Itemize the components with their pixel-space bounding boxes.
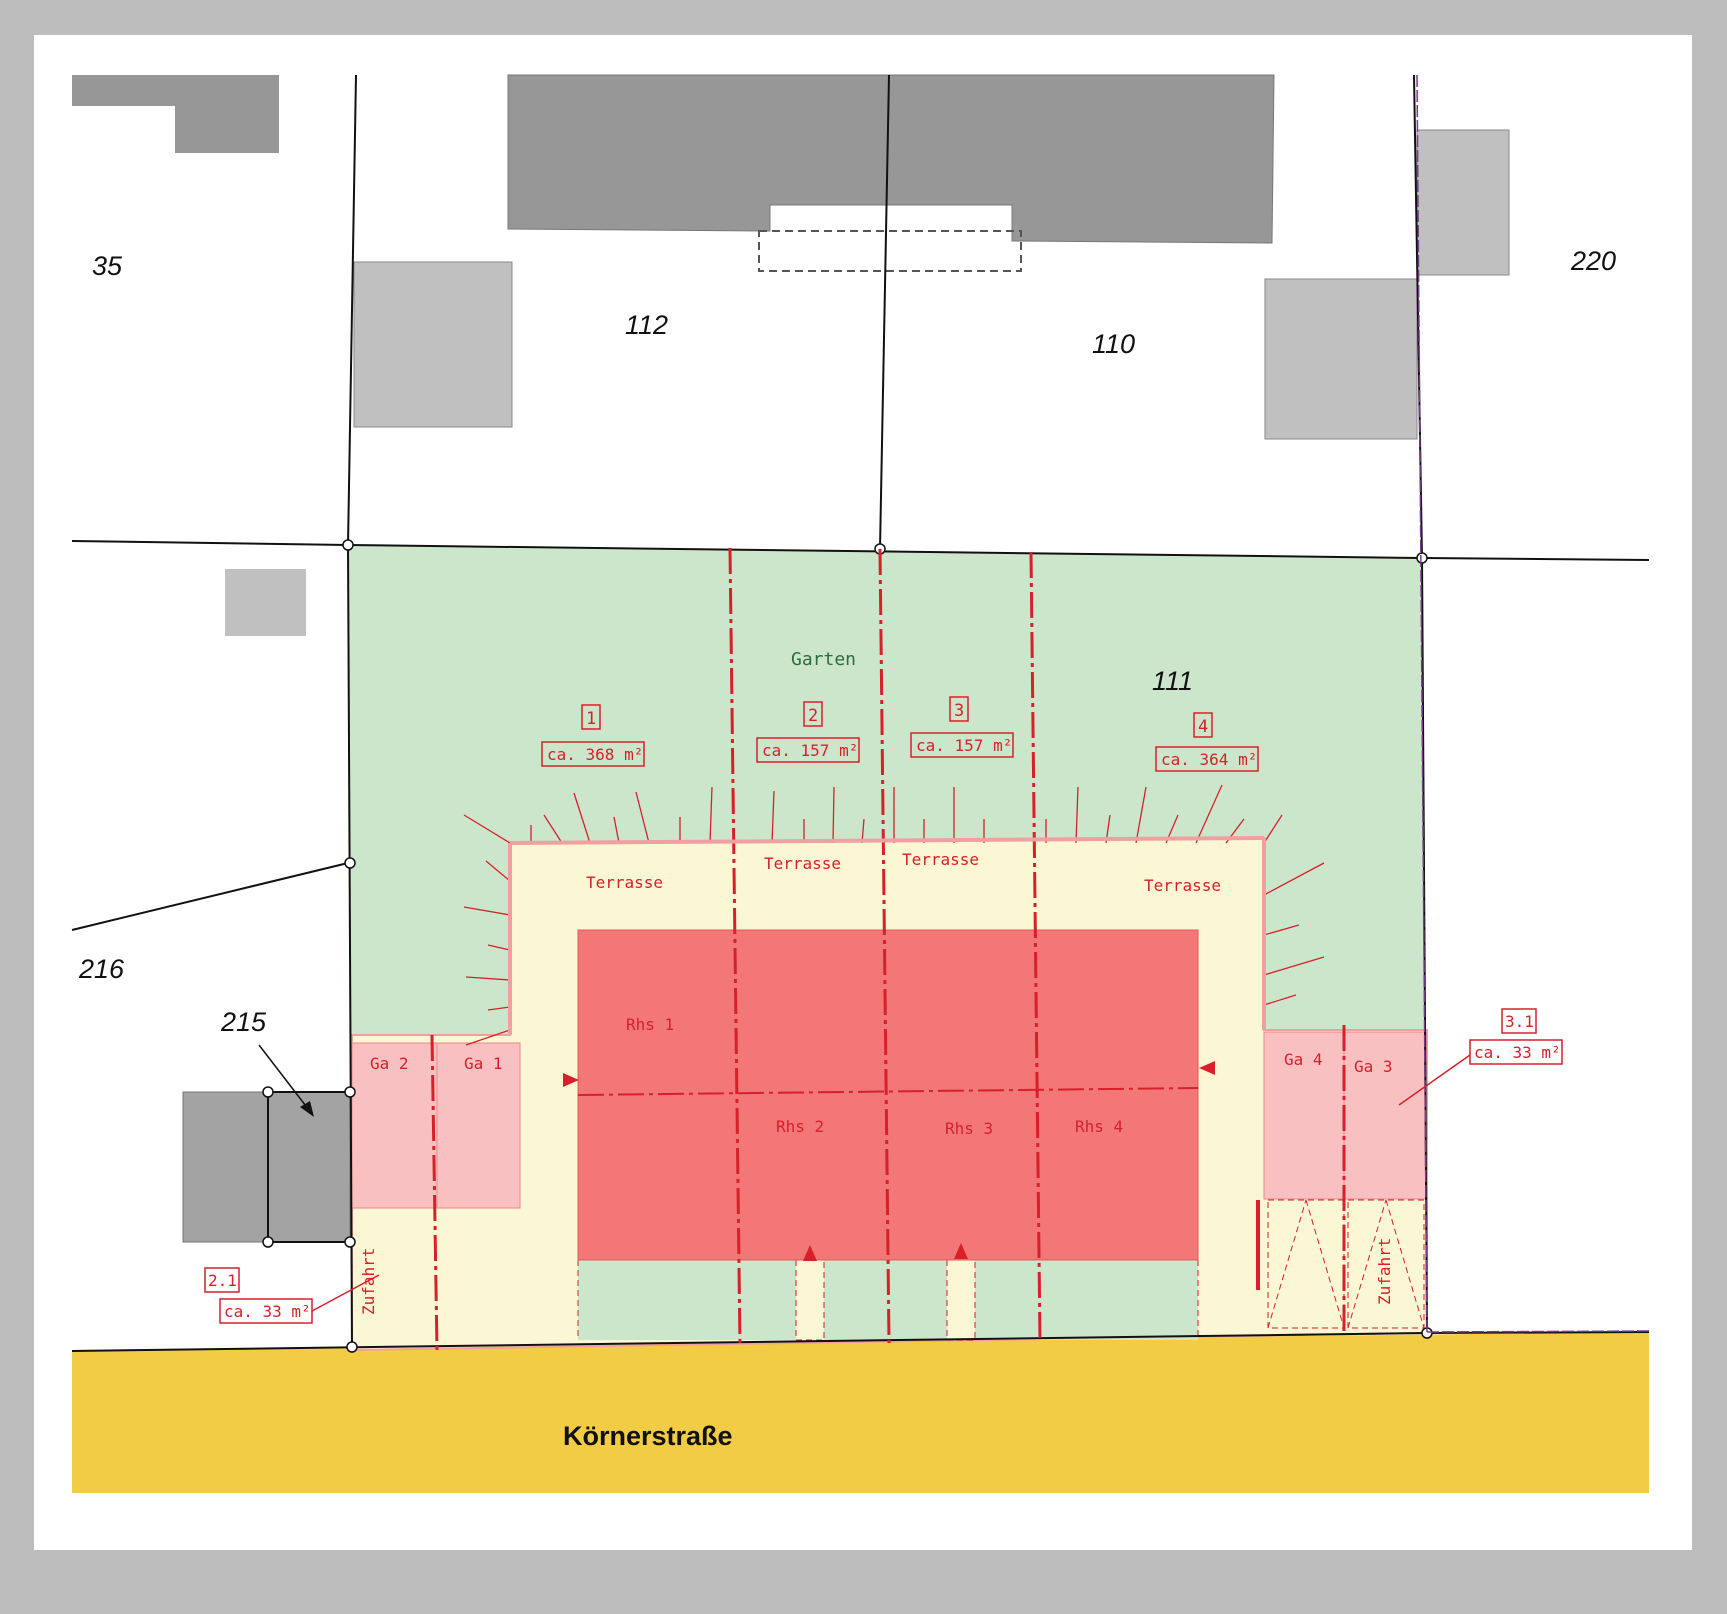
parcel-number-220: 220 bbox=[1570, 246, 1616, 276]
neighbor-building-110-shed bbox=[1264, 278, 1418, 440]
parcel-215-leader-arrow bbox=[258, 1044, 310, 1111]
section-arrow-west bbox=[563, 1073, 579, 1087]
lot-3-1-area-box bbox=[1469, 1039, 1563, 1065]
house-label-rhs1: Rhs 1 bbox=[626, 1015, 674, 1034]
lot-3-1-number-box bbox=[1501, 1008, 1537, 1034]
lot-3-number: 3 bbox=[954, 701, 964, 721]
parcel-number-110: 110 bbox=[1092, 329, 1135, 359]
entrance-path-3 bbox=[946, 1259, 976, 1341]
neighbor-small-shed bbox=[225, 569, 306, 636]
lot-3-area: ca. 157 m² bbox=[916, 736, 1012, 755]
parcel-215-arrowhead bbox=[300, 1101, 314, 1117]
house-label-rhs4: Rhs 4 bbox=[1075, 1117, 1123, 1136]
terrace-label-1: Terrasse bbox=[586, 873, 663, 892]
row-houses-block bbox=[577, 929, 1199, 1261]
entrance-arrow-3 bbox=[954, 1243, 968, 1259]
right-driveway-hatching bbox=[1267, 1199, 1425, 1329]
lot-1-area: ca. 368 m² bbox=[547, 745, 643, 764]
site-plan-sheet: 35 112 110 220 111 216 215 Garten 1 ca. … bbox=[34, 35, 1692, 1550]
garage-label-ga2: Ga 2 bbox=[370, 1054, 409, 1073]
lot-2-1-leader bbox=[311, 1274, 380, 1312]
parcel-number-215: 215 bbox=[220, 1007, 267, 1037]
lot-3-1-number: 3.1 bbox=[1505, 1012, 1534, 1031]
lot-4-number-box bbox=[1193, 712, 1213, 738]
plot-division-lines bbox=[430, 547, 1346, 1351]
lot-3-1-area: ca. 33 m² bbox=[1474, 1043, 1561, 1062]
house-label-rhs3: Rhs 3 bbox=[945, 1119, 993, 1138]
lot-3-1-leader bbox=[1398, 1054, 1471, 1106]
lot-3-area-box bbox=[910, 732, 1014, 758]
lot-2-number: 2 bbox=[808, 706, 818, 726]
garage-ga2 bbox=[351, 1042, 438, 1209]
site-plan-map: 35 112 110 220 111 216 215 Garten 1 ca. … bbox=[71, 74, 1650, 1493]
garage-ga3 bbox=[1343, 1031, 1427, 1200]
street-name-label: Körnerstraße bbox=[563, 1421, 733, 1451]
lot-2-1-number: 2.1 bbox=[208, 1271, 237, 1290]
neighbor-garage-215-a bbox=[182, 1091, 269, 1243]
neighbor-building-220 bbox=[1416, 129, 1510, 276]
lot-1-number-box bbox=[581, 704, 601, 730]
terrace-top-edge bbox=[509, 836, 1265, 845]
terrace-label-4: Terrasse bbox=[1144, 876, 1221, 895]
street-edge-purple bbox=[1426, 1330, 1650, 1333]
entrance-path-2 bbox=[795, 1259, 825, 1341]
lot-4-number: 4 bbox=[1198, 717, 1208, 737]
lot-2-1-number-box bbox=[204, 1267, 240, 1293]
terrace-label-3: Terrasse bbox=[902, 850, 979, 869]
street-area bbox=[72, 1332, 1649, 1493]
neighbor-building-north bbox=[507, 74, 1275, 244]
neighbor-building-topleft bbox=[72, 75, 279, 153]
parcel-number-35: 35 bbox=[92, 251, 123, 281]
lot-2-number-box bbox=[803, 701, 823, 727]
lot-4-area-box bbox=[1155, 746, 1259, 772]
garage-label-ga3: Ga 3 bbox=[1354, 1057, 1393, 1076]
cadastral-boundaries bbox=[71, 74, 1650, 1352]
entrance-arrow-2 bbox=[803, 1245, 817, 1261]
neighbor-building-dashed-annex bbox=[758, 230, 1022, 272]
driveway-label-left: Zufahrt bbox=[359, 1248, 378, 1315]
neighbor-garage-215-b bbox=[267, 1091, 351, 1243]
parcel-number-111: 111 bbox=[1152, 666, 1193, 696]
parcel-number-216: 216 bbox=[78, 954, 125, 984]
garage-ga4 bbox=[1263, 1031, 1345, 1200]
lot-2-area-box bbox=[756, 737, 860, 763]
garden-label: Garten bbox=[791, 649, 856, 670]
neighbor-building-112-shed bbox=[353, 261, 513, 428]
section-arrow-east bbox=[1199, 1061, 1215, 1075]
garage-label-ga1: Ga 1 bbox=[464, 1054, 503, 1073]
terrace-label-2: Terrasse bbox=[764, 854, 841, 873]
lot-2-area: ca. 157 m² bbox=[762, 741, 858, 760]
lot-1-area-box bbox=[541, 741, 645, 767]
lot-3-number-box bbox=[949, 696, 969, 722]
lot-4-area: ca. 364 m² bbox=[1161, 750, 1257, 769]
driveway-label-right: Zufahrt bbox=[1375, 1238, 1394, 1305]
house-label-rhs2: Rhs 2 bbox=[776, 1117, 824, 1136]
garage-label-ga4: Ga 4 bbox=[1284, 1050, 1323, 1069]
lot-1-number: 1 bbox=[586, 709, 596, 729]
lot-2-1-area: ca. 33 m² bbox=[224, 1302, 311, 1321]
parcel-number-112: 112 bbox=[625, 310, 668, 340]
garage-ga1 bbox=[436, 1042, 521, 1209]
boundary-markers bbox=[262, 539, 1433, 1353]
